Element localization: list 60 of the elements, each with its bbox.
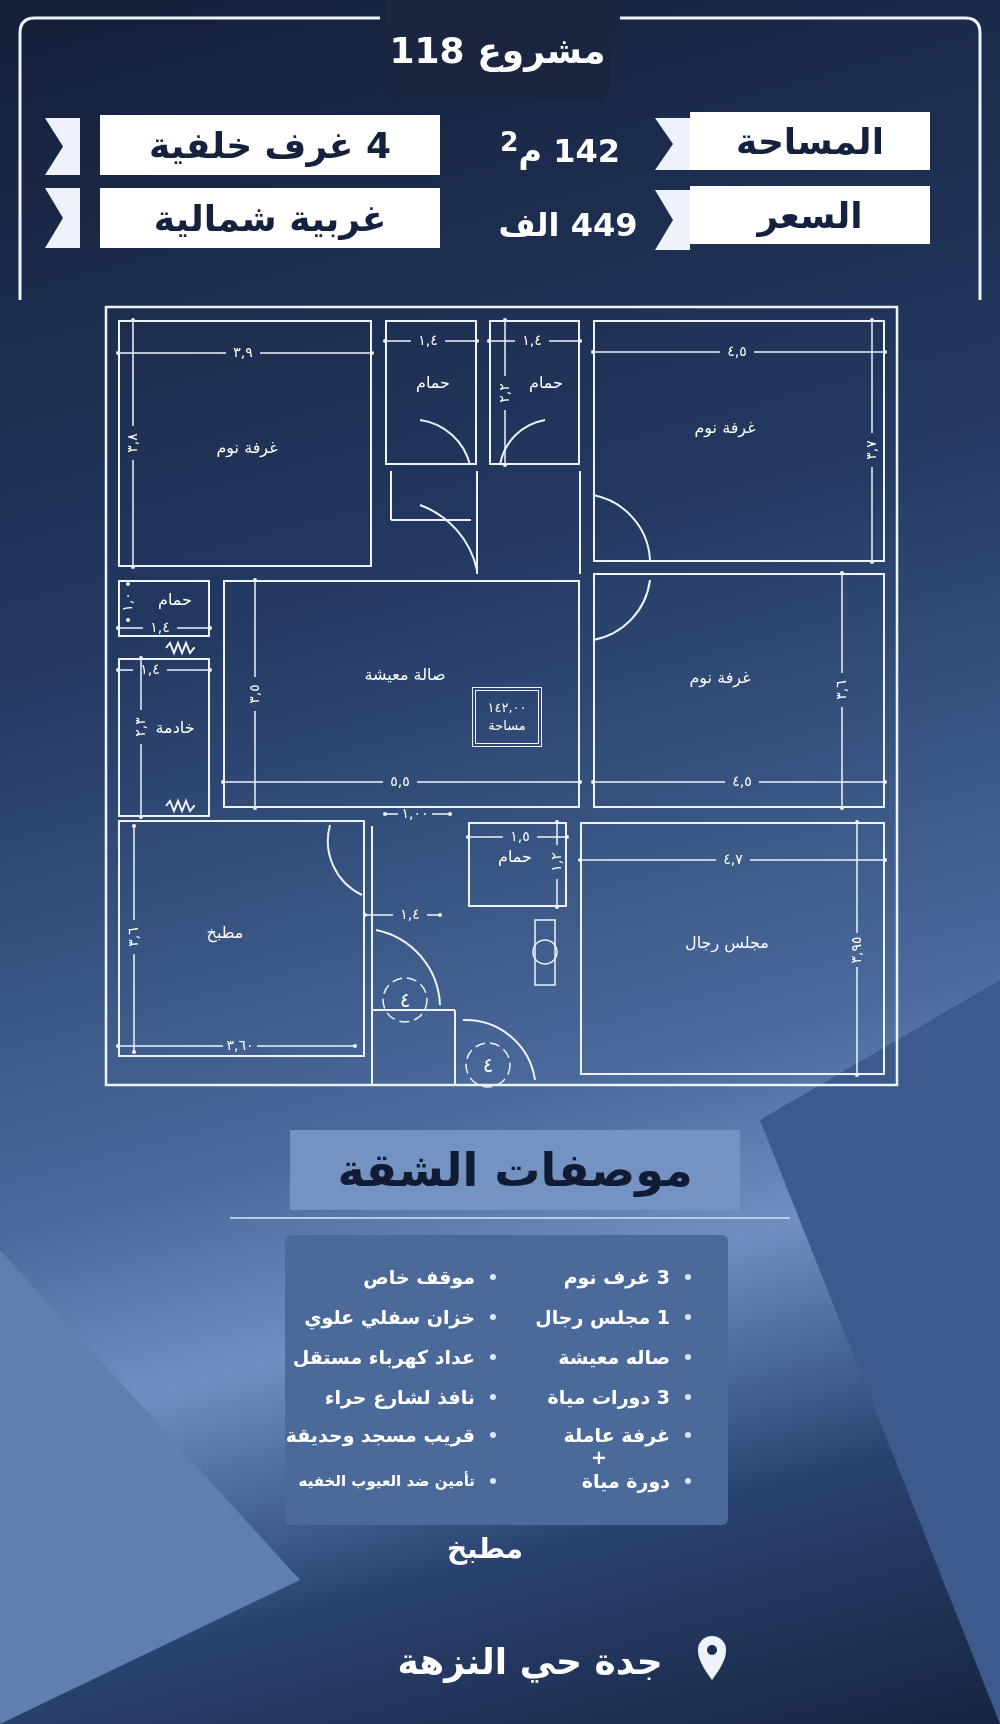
dimension-text: ١,٢: [549, 852, 565, 872]
feature-item: عداد كهرباء مستقل: [292, 1346, 475, 1368]
feature-item: مطبخ: [446, 1531, 524, 1565]
feature-item: 3 دورات مياة: [547, 1386, 670, 1408]
dimension-text: ٥,٥: [390, 774, 410, 790]
banner-box: السعر: [690, 186, 930, 244]
dimension-text: ٤,٥: [727, 344, 747, 360]
feature-item: موقف خاص: [363, 1266, 475, 1288]
dimension-text: ١,٤: [140, 662, 160, 678]
room-label: حمام: [498, 846, 532, 866]
feature-item: 1 مجلس رجال: [535, 1306, 670, 1328]
dimension-text: ١,٤: [522, 333, 542, 349]
dimension-text: ٤,٥: [732, 774, 752, 790]
dimension-text: ١,٠٠: [401, 806, 429, 822]
feature-item: خزان سفلي علوي: [304, 1306, 475, 1328]
dimension-text: ٣,٩٥: [849, 936, 865, 964]
room-label: حمام: [158, 589, 192, 609]
banner-box: 4 غرف خلفية: [100, 115, 440, 175]
room-label: غرفة نوم: [689, 667, 751, 687]
title-tab: مشروع 118: [385, 0, 610, 100]
dimension-text: ٣,٦: [126, 927, 142, 947]
symbol-text: ٤: [399, 989, 411, 1011]
feature-item: دورة مياة: [581, 1470, 670, 1492]
dimension-text: ٢,٣: [133, 717, 149, 737]
room-label: مجلس رجال: [685, 932, 769, 952]
room-label: صالة معيشة: [364, 664, 446, 684]
feature-item: قريب مسجد وحديقة: [285, 1424, 475, 1446]
dimension-text: ١,٠: [120, 592, 136, 612]
dimension-text: ٣,٧: [864, 440, 880, 460]
room-label: غرفة نوم: [694, 417, 756, 437]
dimension-text: ١,٤: [150, 620, 170, 636]
feature-item: نافذ لشارع حراء: [324, 1386, 475, 1408]
feature-item: تأمين ضد العيوب الخفيه: [298, 1472, 475, 1490]
area-text: ١٤٢,٠٠: [487, 699, 527, 717]
dimension-text: ١,٤: [418, 333, 438, 349]
symbol-text: ٤: [482, 1054, 494, 1076]
dimension-text: ٣,٩: [233, 345, 253, 361]
dimension-text: ١,٤: [400, 907, 420, 923]
room-label: حمام: [529, 372, 563, 392]
banner-box: المساحة: [690, 112, 930, 170]
room-label: غرفة نوم: [216, 437, 278, 457]
header-value: 449 الف: [498, 208, 638, 244]
dimension-text: ٤,٧: [723, 852, 743, 868]
dimension-text: ٢,٢: [497, 383, 513, 403]
section-heading: موصفات الشقة: [290, 1130, 740, 1210]
location-text: جدة حي النزهة: [397, 1642, 663, 1682]
area-text: مساحة: [488, 717, 526, 735]
dimension-text: ٣,٨: [125, 433, 141, 453]
feature-item: +: [591, 1446, 607, 1468]
feature-item: صاله معيشة: [558, 1346, 670, 1368]
dimension-text: ٣,٦٠: [226, 1038, 254, 1054]
feature-item: 3 غرف نوم: [563, 1266, 670, 1288]
room-label: خادمة: [155, 717, 195, 737]
dimension-text: ٣,٦: [834, 680, 850, 700]
dimension-text: ١,٥: [510, 829, 530, 845]
dimension-text: ٣,٥: [247, 684, 263, 704]
room-label: مطبخ: [206, 922, 244, 942]
feature-item: غرفة عاملة: [563, 1424, 670, 1446]
banner-box: غربية شمالية: [100, 188, 440, 248]
room-label: حمام: [416, 372, 450, 392]
